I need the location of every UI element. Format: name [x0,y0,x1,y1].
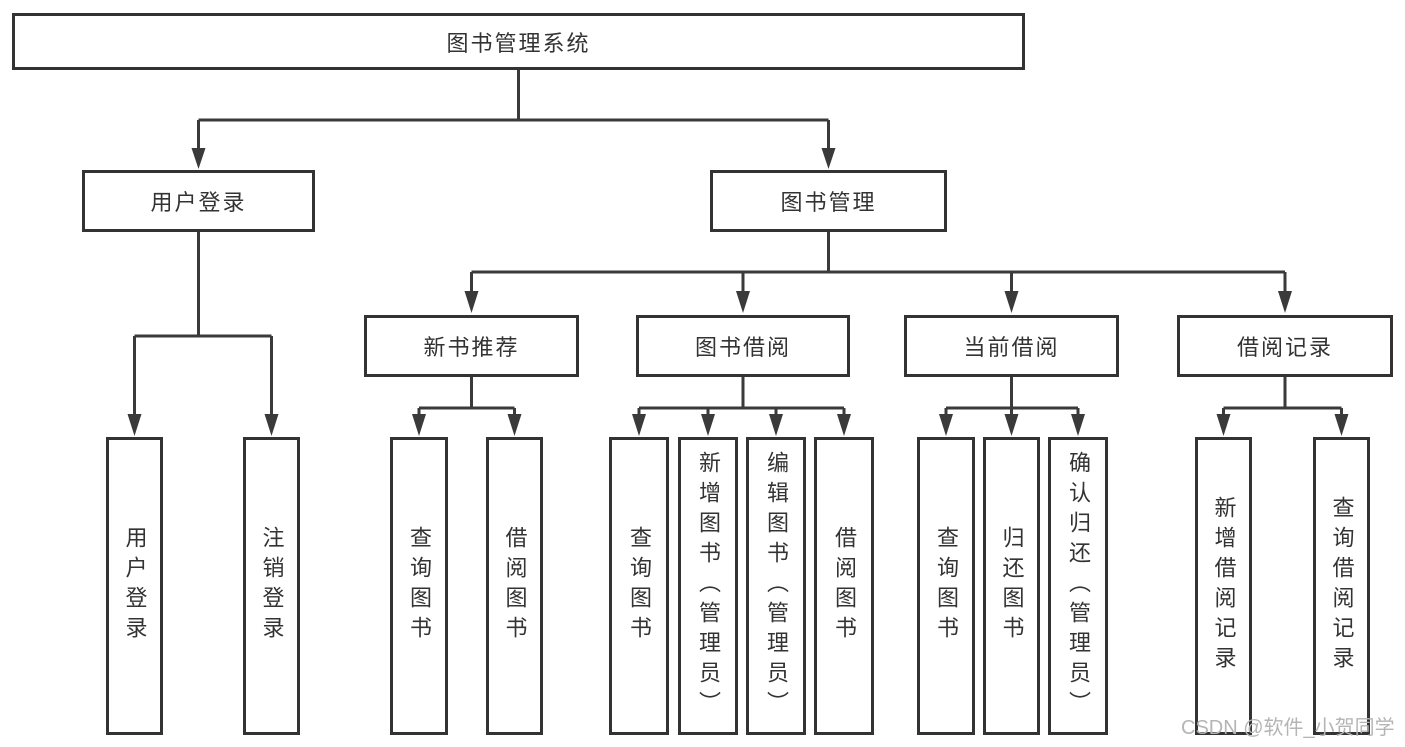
node-borrowing-records-label: 借阅记录 [1236,335,1333,360]
leaf-add-book-admin: 新增图书（管理员） [678,437,738,735]
csdn-watermark: CSDN @软件_小贺同学 [1181,717,1395,739]
node-book-management: 图书管理 [710,170,947,232]
node-user-login: 用户登录 [82,170,315,232]
leaf-edit-book-admin-label: 编辑图书（管理员） [764,451,789,721]
leaf-borrow-book-borrowing: 借阅图书 [814,437,874,735]
node-system-root-label: 图书管理系统 [446,30,591,56]
leaf-add-borrow-record-label: 新增借阅记录 [1211,496,1237,676]
leaf-query-book-current: 查询图书 [917,437,975,735]
leaf-query-book-borrowing-label: 查询图书 [627,526,652,646]
node-user-login-label: 用户登录 [150,190,247,215]
node-new-book-recommend: 新书推荐 [364,315,579,377]
node-current-borrowing-label: 当前借阅 [963,335,1060,360]
leaf-confirm-return-admin: 确认归还（管理员） [1048,437,1108,735]
leaf-user-login-label: 用户登录 [122,526,148,646]
leaf-edit-book-admin: 编辑图书（管理员） [746,437,806,735]
leaf-query-borrow-record: 查询借阅记录 [1313,437,1370,735]
node-new-book-recommend-label: 新书推荐 [423,335,520,360]
node-system-root: 图书管理系统 [12,13,1025,70]
leaf-logout-label: 注销登录 [259,526,285,646]
leaf-user-login: 用户登录 [106,437,163,735]
node-book-management-label: 图书管理 [780,190,877,215]
leaf-borrow-book-borrowing-label: 借阅图书 [832,526,857,646]
leaf-return-book-label: 归还图书 [999,526,1025,646]
leaf-query-book-recommend-label: 查询图书 [407,526,432,646]
leaf-logout: 注销登录 [243,437,300,735]
leaf-return-book: 归还图书 [983,437,1040,735]
node-current-borrowing: 当前借阅 [904,315,1119,377]
node-borrowing-records: 借阅记录 [1177,315,1393,377]
leaf-confirm-return-admin-label: 确认归还（管理员） [1066,451,1091,721]
leaf-query-borrow-record-label: 查询借阅记录 [1329,496,1355,676]
leaf-borrow-book-recommend-label: 借阅图书 [502,526,528,646]
leaf-borrow-book-recommend: 借阅图书 [486,437,543,735]
leaf-query-book-current-label: 查询图书 [934,526,959,646]
leaf-query-book-recommend: 查询图书 [390,437,448,735]
node-book-borrowing-label: 图书借阅 [694,335,791,360]
leaf-add-book-admin-label: 新增图书（管理员） [696,451,721,721]
leaf-add-borrow-record: 新增借阅记录 [1195,437,1252,735]
node-book-borrowing: 图书借阅 [636,315,850,377]
leaf-query-book-borrowing: 查询图书 [609,437,669,735]
